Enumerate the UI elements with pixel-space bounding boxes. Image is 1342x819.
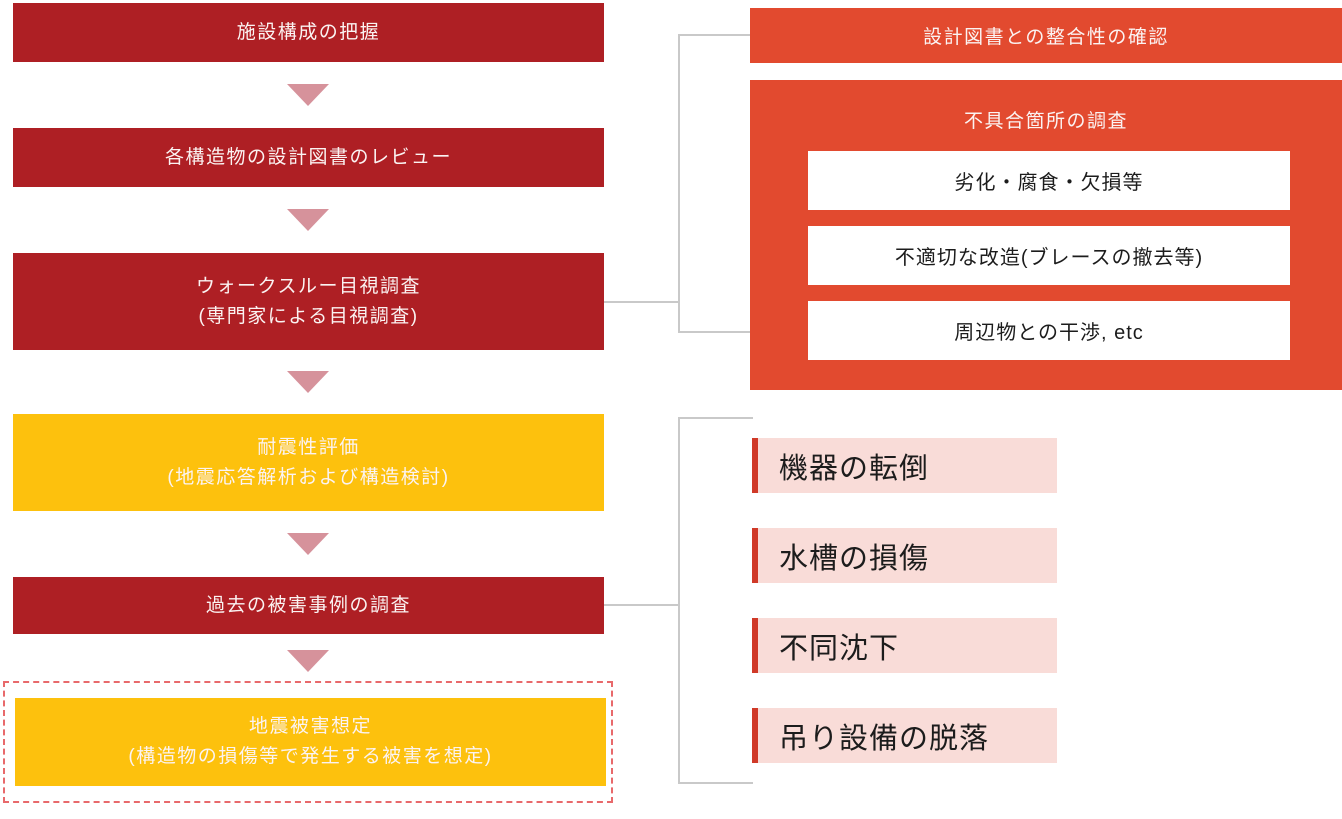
connector-line [604, 604, 678, 606]
damage-item-differential-settlement: 不同沈下 [752, 618, 1057, 673]
defect-item-deterioration: 劣化・腐食・欠損等 [808, 151, 1290, 210]
damage-item-label: 吊り設備の脱落 [779, 722, 990, 755]
flow-step-label: 過去の被害事例の調査 [205, 594, 411, 616]
flow-step-walkthrough-visual-survey: ウォークスルー目視調査 (専門家による目視調査) [13, 253, 604, 350]
connector-line [604, 301, 678, 303]
down-arrow-icon [287, 209, 329, 231]
defect-item-label: 劣化・腐食・欠損等 [954, 172, 1144, 194]
flow-step-label: ウォークスルー目視調査 [196, 275, 421, 297]
connector-line [678, 34, 752, 36]
down-arrow-icon [287, 533, 329, 555]
damage-item-suspended-equipment-fall: 吊り設備の脱落 [752, 708, 1057, 763]
flow-step-sublabel: (構造物の損傷等で発生する被害を想定) [128, 746, 493, 767]
design-consistency-check-box: 設計図書との整合性の確認 [750, 8, 1342, 63]
damage-item-label: 機器の転倒 [779, 452, 930, 485]
flow-step-label: 地震被害想定 [248, 716, 372, 737]
damage-item-label: 不同沈下 [779, 632, 900, 665]
defect-item-interference: 周辺物との干渉, etc [808, 301, 1290, 360]
flow-step-design-document-review: 各構造物の設計図書のレビュー [13, 128, 604, 187]
header-label: 設計図書との整合性の確認 [923, 27, 1169, 48]
connector-line [678, 417, 680, 784]
down-arrow-icon [287, 84, 329, 106]
flow-step-earthquake-damage-estimation: 地震被害想定 (構造物の損傷等で発生する被害を想定) [15, 698, 606, 786]
connector-line [678, 34, 680, 333]
flow-step-past-damage-cases: 過去の被害事例の調査 [13, 577, 604, 634]
defect-item-label: 不適切な改造(ブレースの撤去等) [894, 247, 1204, 269]
flow-step-seismic-evaluation: 耐震性評価 (地震応答解析および構造検討) [13, 414, 604, 511]
damage-item-water-tank: 水槽の損傷 [752, 528, 1057, 583]
flow-step-facility-structure: 施設構成の把握 [13, 3, 604, 62]
connector-line [678, 331, 753, 333]
dashed-highlight-frame: 地震被害想定 (構造物の損傷等で発生する被害を想定) [3, 681, 613, 803]
damage-item-label: 水槽の損傷 [779, 542, 930, 575]
flow-step-sublabel: (専門家による目視調査) [198, 305, 419, 327]
down-arrow-icon [287, 371, 329, 393]
defect-survey-title: 不具合箇所の調査 [963, 111, 1128, 132]
down-arrow-icon [287, 650, 329, 672]
defect-item-label: 周辺物との干渉, etc [954, 322, 1144, 344]
connector-line [678, 782, 753, 784]
flow-step-label: 耐震性評価 [257, 436, 360, 458]
flow-step-label: 各構造物の設計図書のレビュー [164, 146, 452, 168]
flow-step-label: 施設構成の把握 [236, 21, 381, 43]
flow-step-sublabel: (地震応答解析および構造検討) [167, 466, 450, 488]
defect-item-improper-modification: 不適切な改造(ブレースの撤去等) [808, 226, 1290, 285]
defect-survey-panel: 不具合箇所の調査 劣化・腐食・欠損等 不適切な改造(ブレースの撤去等) 周辺物と… [750, 80, 1342, 390]
connector-line [678, 417, 753, 419]
damage-item-equipment-overturn: 機器の転倒 [752, 438, 1057, 493]
